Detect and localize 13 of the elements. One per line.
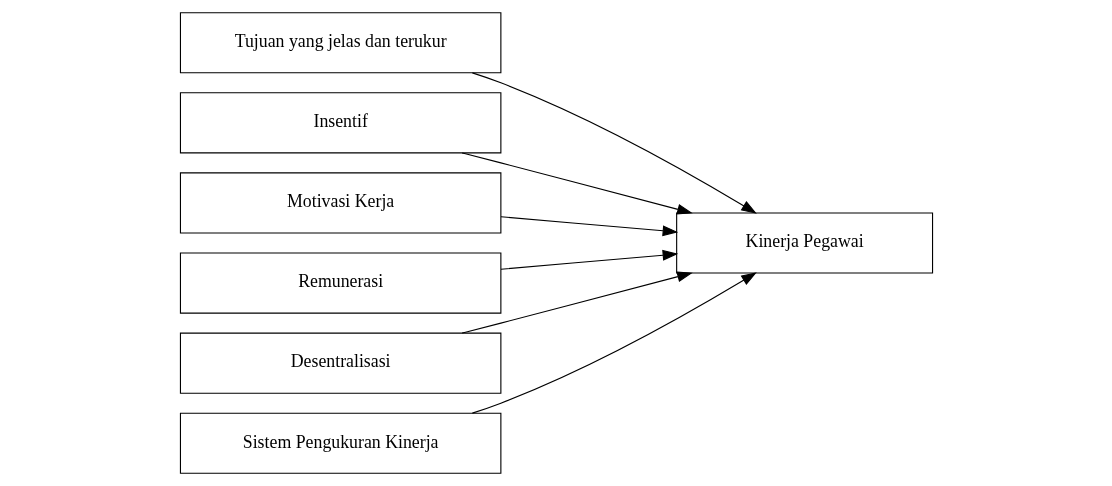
arrow — [499, 216, 678, 237]
arrow — [499, 249, 678, 270]
node-box: Sistem Pengukuran Kinerja — [179, 412, 501, 474]
node-box: Kinerja Pegawai — [675, 212, 933, 274]
arrow — [471, 72, 757, 214]
node-box: Desentralisasi — [179, 332, 501, 394]
arrow — [461, 152, 693, 215]
arrow — [471, 272, 757, 414]
node-box: Motivasi Kerja — [179, 172, 501, 234]
node-box: Tujuan yang jelas dan terukur — [179, 12, 501, 74]
node-box: Insentif — [179, 92, 501, 154]
node-box: Remunerasi — [179, 252, 501, 314]
arrow — [461, 271, 693, 334]
